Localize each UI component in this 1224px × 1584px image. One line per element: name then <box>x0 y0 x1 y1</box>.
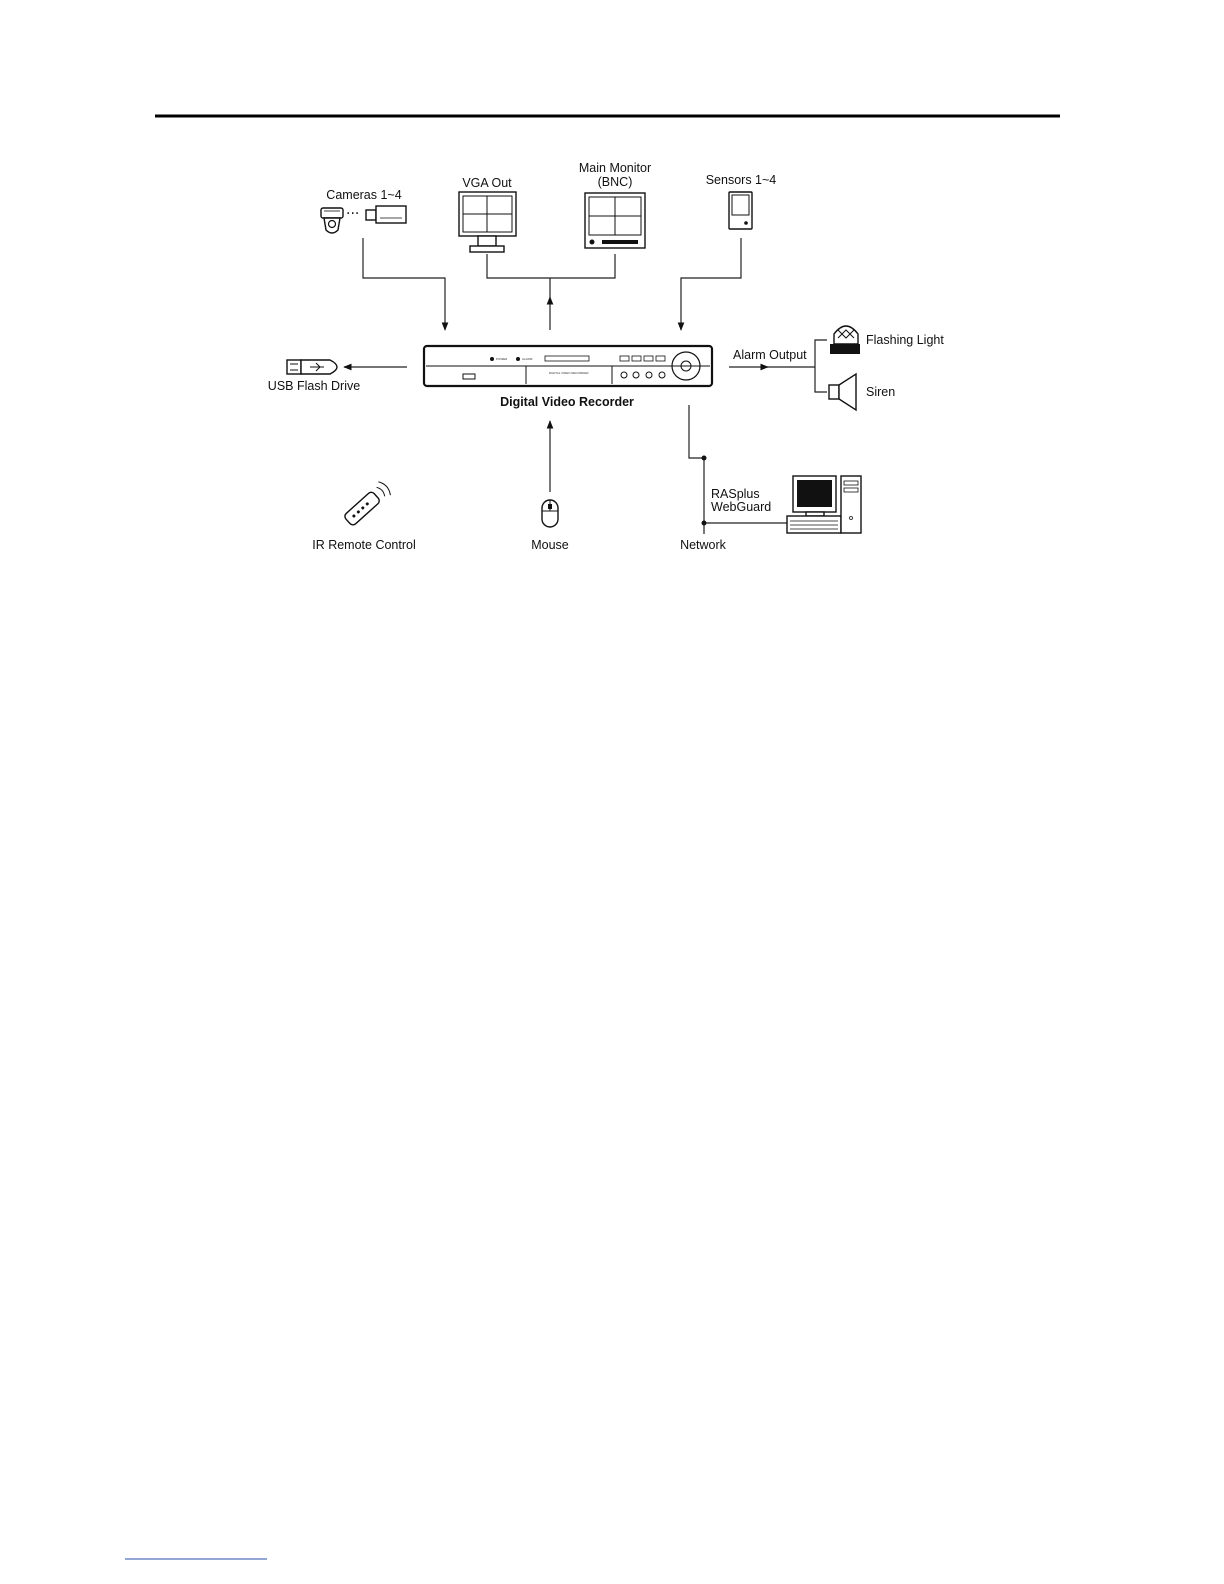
ir-remote-icon <box>342 480 393 528</box>
rasplus-label: RASplus <box>711 487 760 501</box>
network-label: Network <box>680 538 727 552</box>
pc-icon <box>787 476 861 533</box>
svg-text:POWER: POWER <box>496 357 508 361</box>
network-node-bottom <box>702 521 707 526</box>
siren-label: Siren <box>866 385 895 399</box>
main-monitor-label-1: Main Monitor <box>579 161 651 175</box>
usb-drive-icon <box>287 360 337 374</box>
box-camera-icon <box>366 206 406 223</box>
main-monitor-icon <box>585 193 645 248</box>
network-node-top <box>702 456 707 461</box>
mouse-icon <box>542 500 558 527</box>
flashing-light-label: Flashing Light <box>866 333 944 347</box>
network-line <box>689 405 704 534</box>
usb-flash-drive-label: USB Flash Drive <box>268 379 360 393</box>
ir-remote-label: IR Remote Control <box>312 538 416 552</box>
dome-camera-icon <box>321 208 343 233</box>
cameras-label: Cameras 1~4 <box>326 188 401 202</box>
svg-text:ALARM: ALARM <box>522 357 533 361</box>
camera-ellipsis: ··· <box>346 206 359 222</box>
mouse-label: Mouse <box>531 538 569 552</box>
sensor-line <box>681 238 741 330</box>
vga-out-label: VGA Out <box>462 176 512 190</box>
dvr-icon: POWER ALARM DIGITAL VIDEO RECORDER <box>424 346 712 386</box>
main-monitor-label-2: (BNC) <box>598 175 633 189</box>
camera-line <box>363 238 445 330</box>
sensors-label: Sensors 1~4 <box>706 173 777 187</box>
alarm-branch <box>815 340 827 392</box>
sensor-icon <box>729 192 752 229</box>
svg-text:DIGITAL VIDEO RECORDER: DIGITAL VIDEO RECORDER <box>549 371 589 375</box>
dvr-label: Digital Video Recorder <box>500 395 634 409</box>
flashing-light-icon <box>830 326 860 354</box>
vga-monitor-icon <box>459 192 516 252</box>
monitor-bus-line <box>487 254 615 278</box>
alarm-output-label: Alarm Output <box>733 348 807 362</box>
webguard-label: WebGuard <box>711 500 771 514</box>
siren-icon <box>829 374 856 410</box>
